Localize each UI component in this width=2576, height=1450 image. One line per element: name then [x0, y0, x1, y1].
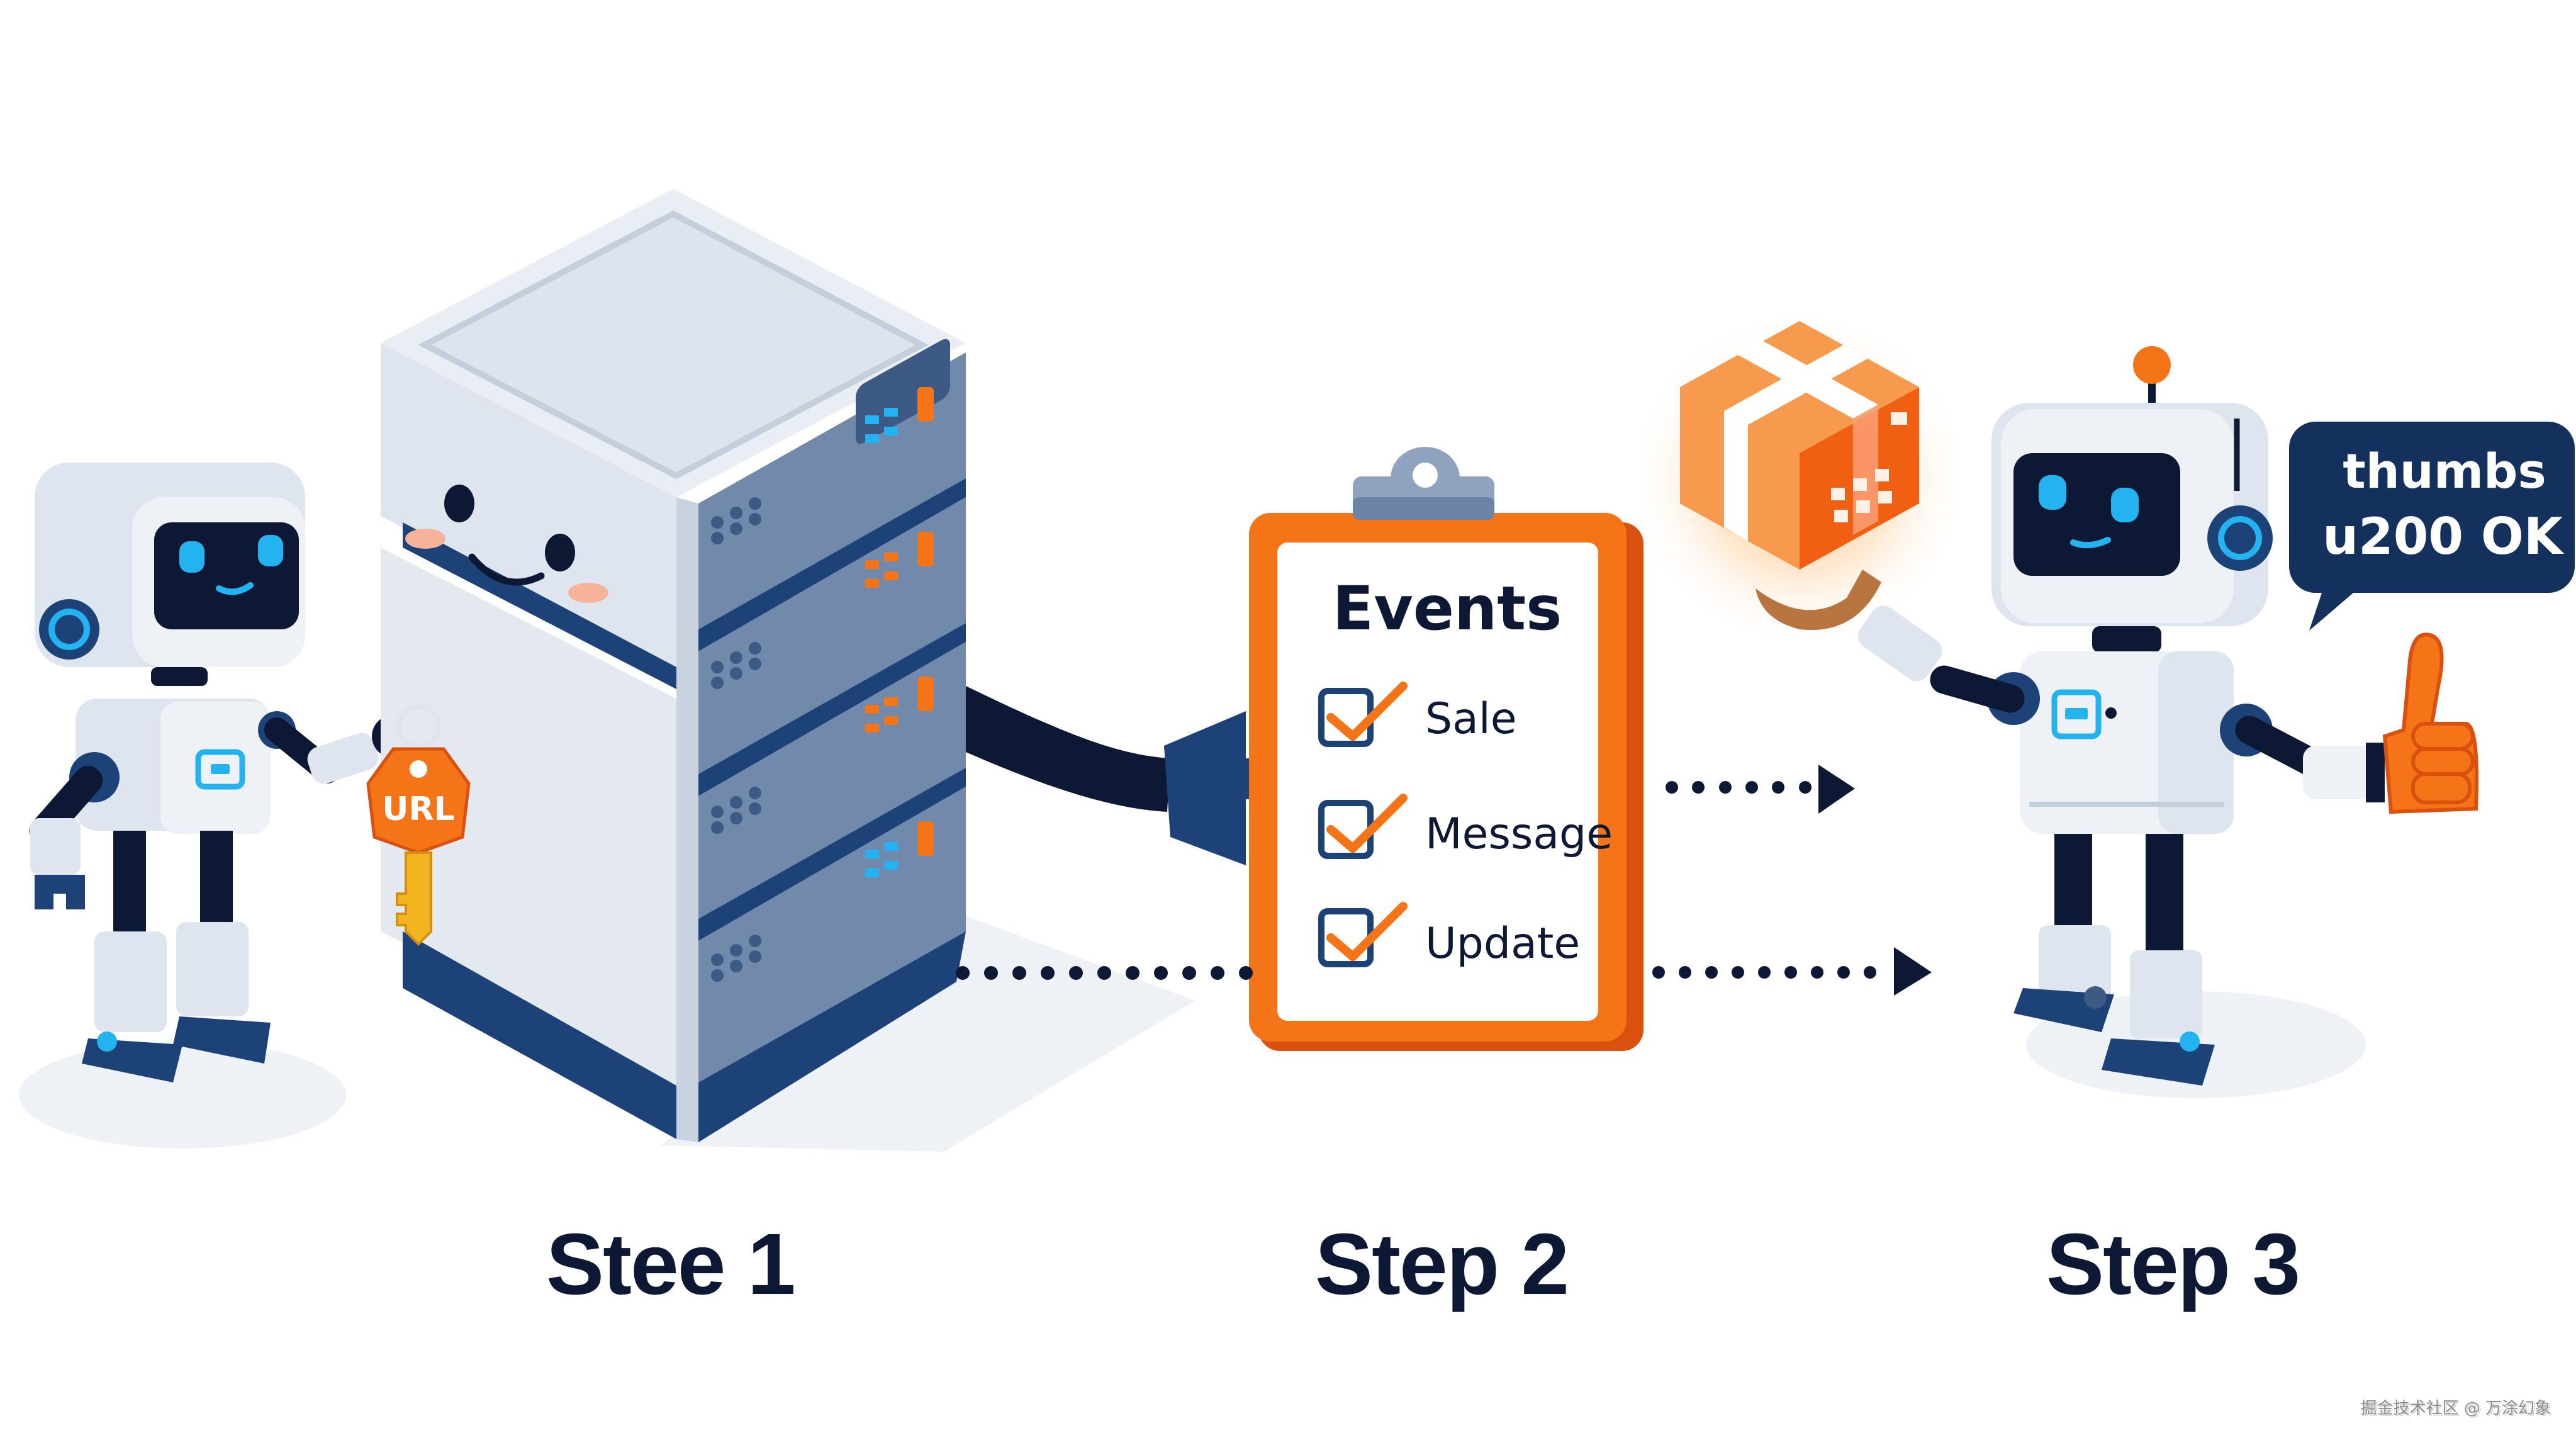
- ear-icon: [39, 599, 99, 660]
- robot-claw: [35, 875, 85, 909]
- key-label: URL: [382, 790, 454, 828]
- glowing-package-icon: [1630, 308, 1969, 648]
- server-rack: [381, 189, 1196, 1152]
- chest-panel-icon: [195, 749, 245, 790]
- speech-bubble: thumbs u200 OK: [2289, 422, 2575, 631]
- arrowhead-icon: [1818, 765, 1855, 814]
- status-lights-blue: [865, 387, 934, 443]
- status-lights-blue: [865, 821, 934, 877]
- robot-foot: [173, 1016, 271, 1064]
- event-item-sale: Sale: [1318, 682, 1517, 747]
- event-label: Update: [1425, 919, 1580, 969]
- status-panel: [856, 339, 950, 444]
- server-face: [405, 485, 608, 603]
- event-label: Sale: [1425, 694, 1517, 744]
- robot-eye: [258, 535, 283, 566]
- server-smile: [468, 553, 545, 586]
- robot-eye: [2039, 475, 2066, 510]
- clipboard-title: Events: [1333, 573, 1562, 644]
- key-ring: [395, 704, 442, 750]
- step-2-label: Step 2: [1315, 1216, 1569, 1313]
- robot-smile: [216, 582, 254, 595]
- url-key-icon: URL: [366, 704, 471, 946]
- status-lights-orange: [865, 532, 934, 588]
- dotted-arrow-server-to-clipboard: [956, 966, 1253, 980]
- step-1-label: Stee 1: [546, 1216, 796, 1313]
- client-robot: [19, 463, 415, 1149]
- dotted-arrow-upper: [1666, 765, 1855, 814]
- server-cheek: [568, 583, 608, 603]
- server-cheek: [405, 529, 445, 549]
- robot-hand: [1756, 570, 1881, 631]
- event-item-message: Message: [1318, 794, 1613, 859]
- chest-panel-icon: [2051, 689, 2102, 739]
- arrowhead-icon: [1894, 947, 1932, 996]
- robot-smile: [2070, 537, 2111, 549]
- vent-holes: [711, 497, 761, 982]
- antenna-ball: [2133, 346, 2171, 384]
- watermark: 掘金技术社区 @ 万涂幻象: [2360, 1399, 2551, 1418]
- server-hand: [1164, 711, 1246, 865]
- robot-eye: [2111, 488, 2139, 522]
- server-eye: [545, 534, 575, 571]
- ear-icon: [2207, 505, 2273, 571]
- checkmark-icon: [1326, 902, 1408, 961]
- events-clipboard: Events Sale Message Update: [1249, 447, 1644, 1051]
- server-eye: [444, 485, 474, 522]
- speech-bubble-line2: u200 OK: [2322, 507, 2565, 566]
- status-lights-orange: [865, 677, 934, 733]
- robot-face-screen: [2013, 453, 2180, 576]
- robot-eye: [179, 541, 204, 573]
- robot-shadow: [19, 1042, 346, 1149]
- dotted-arrow-lower: [1652, 947, 1932, 996]
- speech-bubble-line1: thumbs: [2343, 443, 2546, 499]
- receiver-robot: [1756, 346, 2478, 1098]
- checkmark-icon: [1326, 794, 1408, 853]
- checkmark-icon: [1326, 682, 1408, 741]
- thumbs-up-icon: [2382, 632, 2478, 814]
- event-item-update: Update: [1318, 902, 1580, 969]
- step-3-label: Step 3: [2046, 1216, 2300, 1313]
- event-label: Message: [1425, 809, 1613, 859]
